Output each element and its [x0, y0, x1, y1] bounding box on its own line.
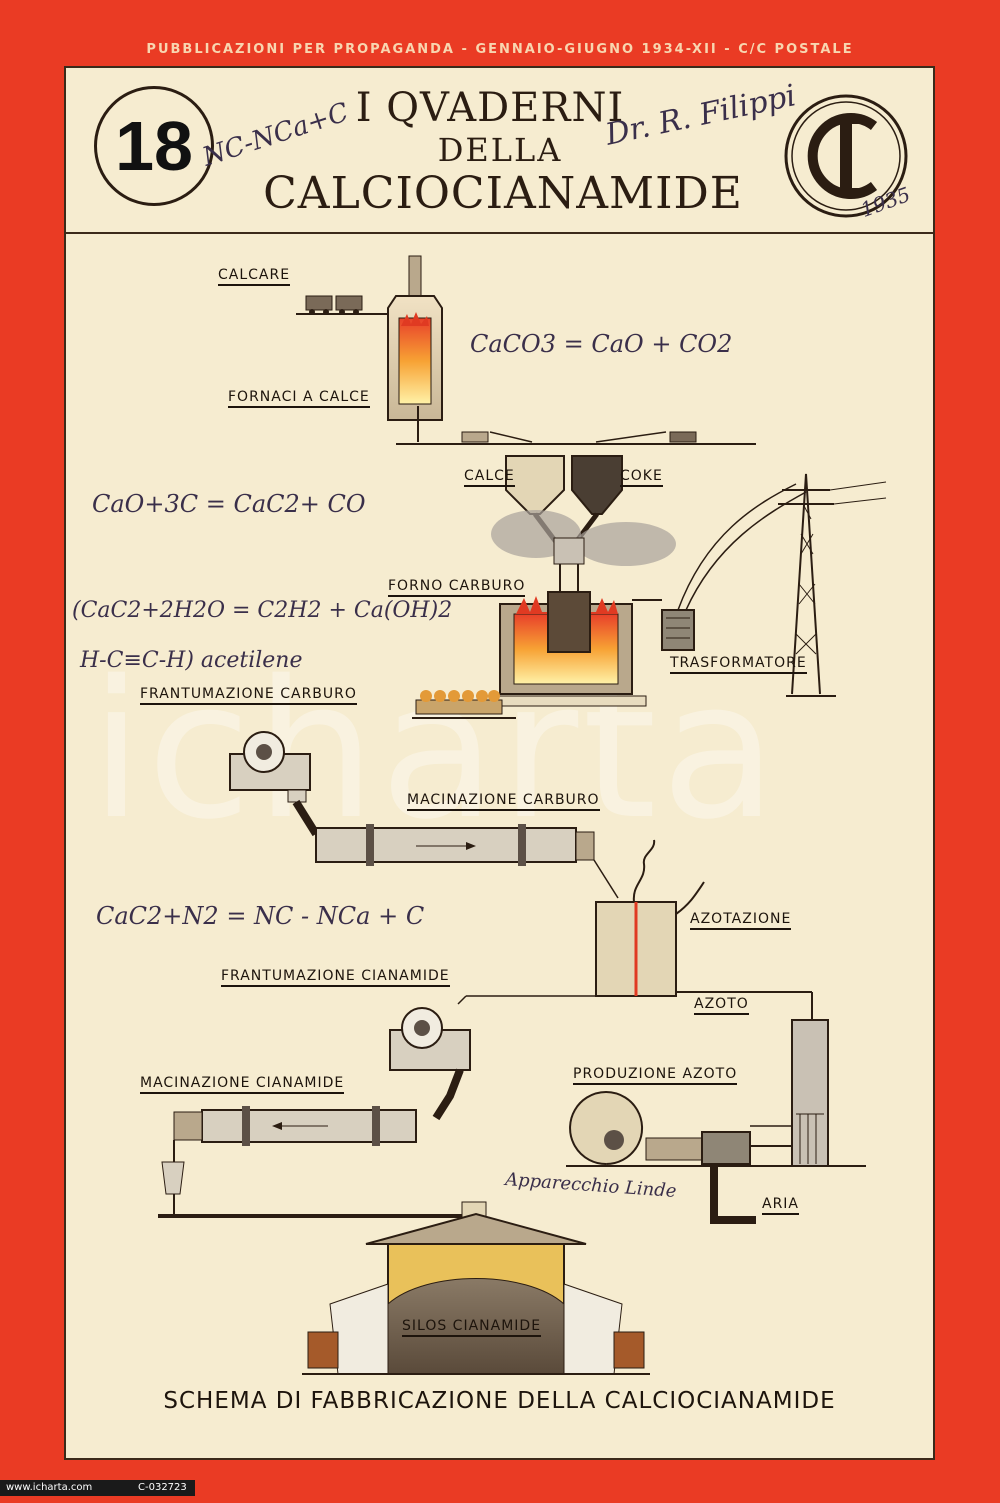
publication-band: PUBBLICAZIONI PER PROPAGANDA - GENNAIO-G…: [146, 42, 854, 57]
process-diagram: [158, 255, 887, 1375]
issue-number-badge: 18: [94, 86, 214, 206]
label-macinazione-carburo: MACINAZIONE CARBURO: [407, 792, 600, 811]
title-line-2: DELLA: [437, 131, 563, 169]
item-code: C-032723: [138, 1482, 187, 1493]
handwritten-eq-carburo: CaO+3C = CaC2+ CO: [92, 490, 366, 518]
site-url[interactable]: www.icharta.com: [6, 1482, 93, 1493]
label-fornaci: FORNACI A CALCE: [228, 389, 370, 408]
lime-kiln: [387, 255, 756, 445]
transformer-pylon: [661, 473, 887, 697]
handwritten-eq-calce: CaCO3 = CaO + CO2: [470, 330, 733, 358]
title-line-1: I QVADERNI: [355, 85, 625, 131]
handwritten-eq-azotazione: CaC2+N2 = NC - NCa + C: [96, 902, 425, 930]
nitrogen-plant: [566, 1019, 866, 1224]
label-frantumazione-cianamide: FRANTUMAZIONE CIANAMIDE: [221, 968, 450, 987]
footer-strip: [0, 1480, 195, 1496]
carbide-crusher-mill: [229, 731, 619, 899]
label-silos: SILOS CIANAMIDE: [402, 1318, 542, 1337]
label-frantumazione-carburo: FRANTUMAZIONE CARBURO: [140, 686, 357, 705]
label-calcare: CALCARE: [218, 267, 291, 286]
carbide-furnace: [485, 510, 676, 707]
azotazione-oven: [457, 839, 813, 1020]
calcare-wagons: [296, 295, 396, 315]
label-aria: ARIA: [762, 1196, 800, 1215]
cyanamide-crusher-mill: [158, 1007, 482, 1218]
watermark: icharta: [90, 640, 782, 861]
label-produzione-azoto: PRODUZIONE AZOTO: [573, 1066, 738, 1085]
label-macinazione-cianamide: MACINAZIONE CIANAMIDE: [140, 1075, 345, 1094]
header-divider: [64, 232, 935, 234]
label-forno: FORNO CARBURO: [388, 578, 526, 597]
label-azoto: AZOTO: [694, 996, 749, 1015]
title-line-3: CALCIOCIANAMIDE: [263, 168, 743, 219]
label-coke: COKE: [620, 468, 663, 487]
ci-logo: CI: [784, 94, 908, 218]
handwritten-eq-acetilene-1: (CaC2+2H2O = C2H2 + Ca(OH)2: [72, 598, 453, 623]
issue-number: 18: [115, 107, 193, 185]
carbide-wagons: [412, 690, 516, 719]
silos-building: [302, 1201, 650, 1375]
schema-caption: SCHEMA DI FABBRICAZIONE DELLA CALCIOCIAN…: [163, 1388, 836, 1414]
handwritten-eq-acetilene-2: H-C≡C-H) acetilene: [80, 648, 303, 673]
label-trasformatore: TRASFORMATORE: [670, 655, 807, 674]
label-azotazione: AZOTAZIONE: [690, 911, 792, 930]
label-calce: CALCE: [464, 468, 515, 487]
